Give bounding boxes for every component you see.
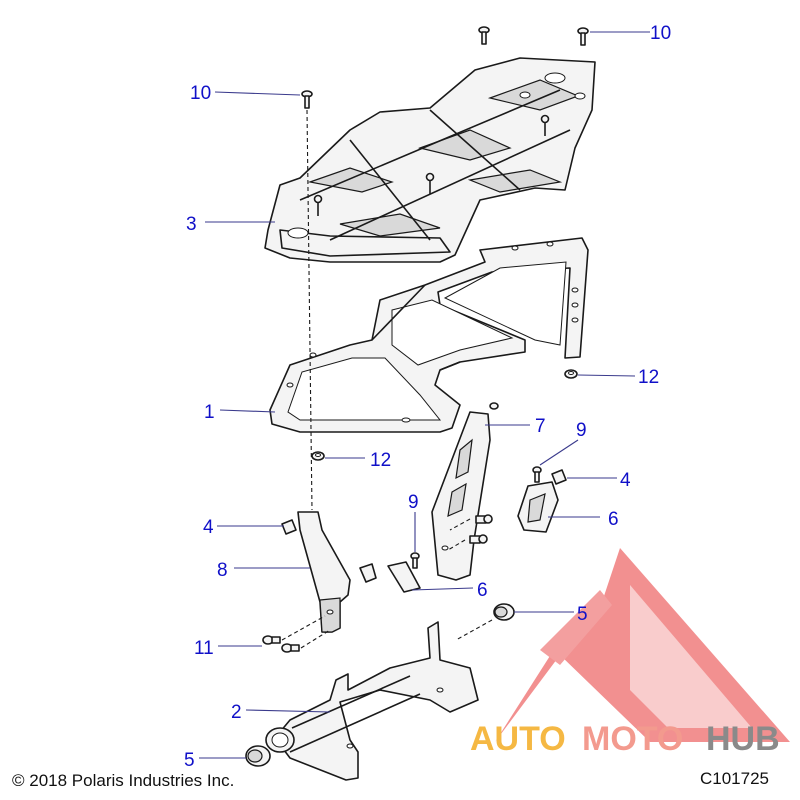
part-6-latch-upper <box>517 481 559 533</box>
part-12-nut-lower <box>311 451 325 461</box>
figure-code: C101725 <box>700 769 769 788</box>
callout-2: 2 <box>231 702 242 723</box>
callout-9a: 9 <box>576 420 587 441</box>
leader-lines <box>199 31 650 759</box>
callout-5b: 5 <box>184 750 195 771</box>
automotohub-logo <box>495 548 790 742</box>
part-7-bracket-right <box>431 402 499 581</box>
callout-10b: 10 <box>650 23 671 44</box>
part-10-bolt-right <box>577 27 589 46</box>
callout-6a: 6 <box>608 509 619 530</box>
part-9-screw-lower <box>410 552 420 569</box>
part-1-tube-frame <box>269 237 589 433</box>
callout-7: 7 <box>535 416 546 437</box>
callout-3: 3 <box>186 214 197 235</box>
part-5-cap-upper <box>455 603 515 641</box>
part-5-cap-lower <box>245 745 271 767</box>
wordmark-hub: HUB <box>706 720 780 758</box>
callout-4a: 4 <box>203 517 214 538</box>
callout-8: 8 <box>217 560 228 581</box>
callout-10a: 10 <box>190 83 211 104</box>
wordmark-moto: MOTO <box>582 720 683 758</box>
callout-9b: 9 <box>408 492 419 513</box>
callout-6b: 6 <box>477 580 488 601</box>
wordmark-auto: AUTO <box>470 720 566 758</box>
callout-1: 1 <box>204 402 215 423</box>
part-4-clip-left <box>281 519 297 535</box>
callout-11: 11 <box>194 638 214 659</box>
part-7-bolts <box>447 514 493 551</box>
callout-12a: 12 <box>638 367 659 388</box>
automotohub-wordmark: AUTO MOTO HUB <box>470 720 780 758</box>
callout-labels: 10 10 3 12 1 7 9 12 4 4 6 9 8 6 5 11 2 5 <box>184 23 671 771</box>
part-9-screw-upper <box>532 466 542 483</box>
part-10-bolt-mid <box>478 26 490 45</box>
part-8-bracket-left <box>297 511 351 633</box>
part-11-screws <box>262 615 331 653</box>
part-2-receiver-mount <box>265 621 479 781</box>
callout-5a: 5 <box>577 604 588 625</box>
part-10-bolt-left <box>301 90 313 109</box>
part-3-rack-top <box>264 57 596 263</box>
part-4-clip-right <box>551 469 567 485</box>
alignment-line <box>306 109 313 511</box>
callout-12b: 12 <box>370 450 391 471</box>
callout-4b: 4 <box>620 470 631 491</box>
part-6-latch-lower <box>359 561 421 593</box>
part-12-nut-upper <box>564 369 578 379</box>
copyright-text: © 2018 Polaris Industries Inc. <box>12 771 234 790</box>
